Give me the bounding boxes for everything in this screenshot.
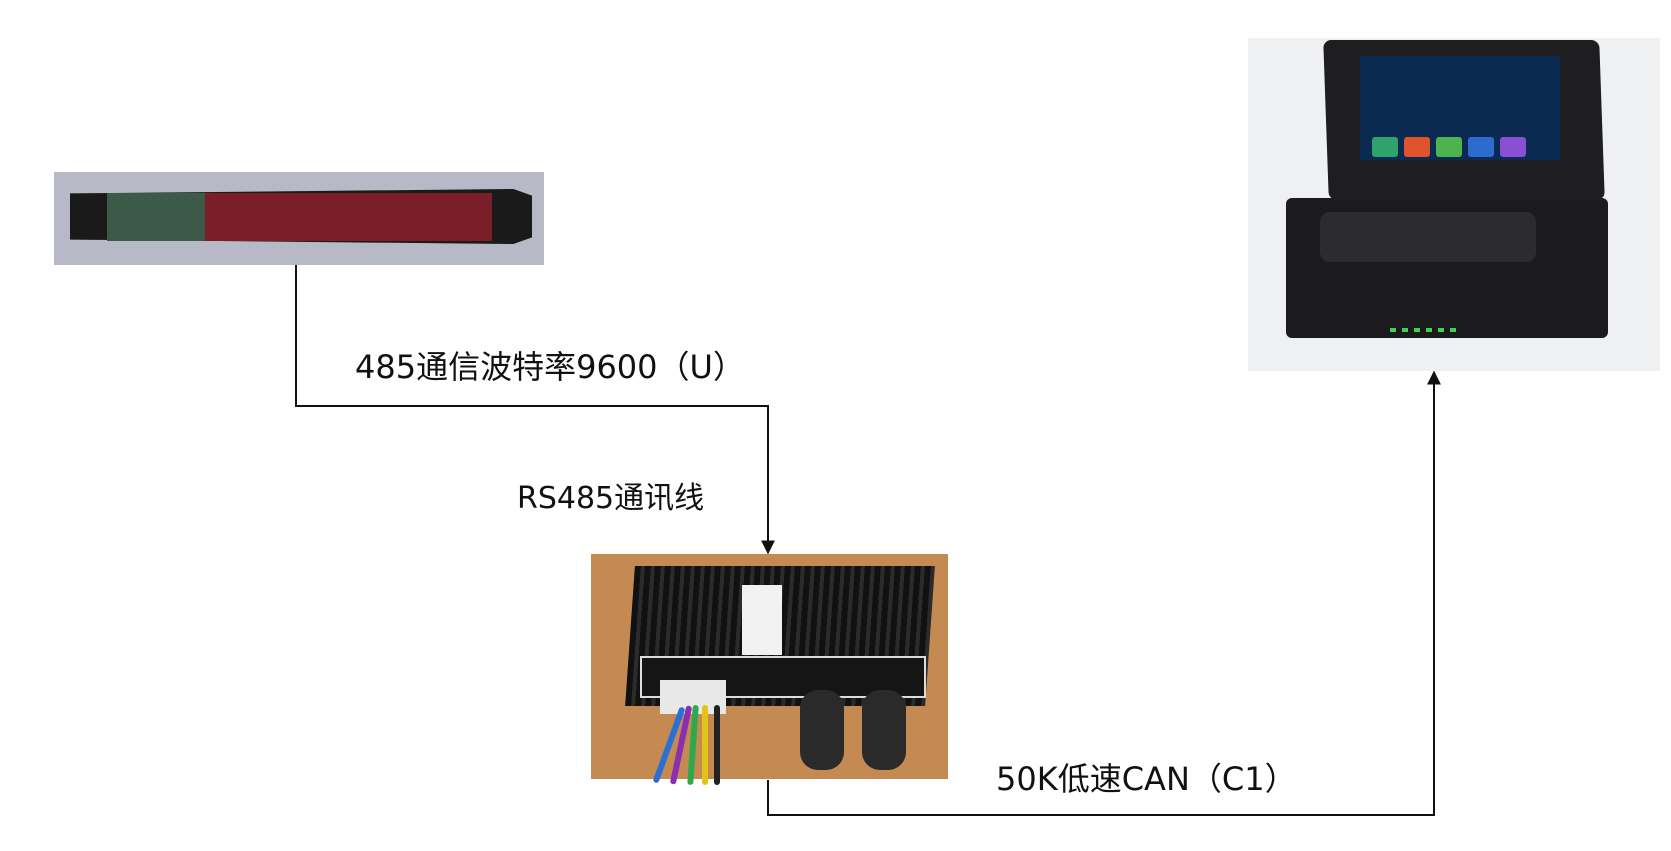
- wire-black: [714, 705, 720, 785]
- led-sign-red-panel: [205, 193, 492, 241]
- rs485-connector: [295, 265, 775, 555]
- converter-sticker: [742, 585, 782, 655]
- rs485-cable-label: RS485通讯线: [517, 481, 705, 516]
- can-connector: [767, 370, 1441, 816]
- terminal-camera-button: [1468, 137, 1494, 157]
- rs485-baud-label: 485通信波特率9600（U）: [355, 348, 745, 386]
- terminal-phone-button: [1436, 137, 1462, 157]
- terminal-status-leds: [1390, 328, 1460, 332]
- led-sign-green-panel: [107, 193, 205, 241]
- terminal-home-button: [1500, 137, 1526, 157]
- terminal-speaker-button: [1372, 137, 1398, 157]
- terminal-alert-button: [1404, 137, 1430, 157]
- terminal-front-plate: [1320, 212, 1536, 262]
- can-bus-label: 50K低速CAN（C1）: [996, 760, 1297, 798]
- converter-connector-1: [800, 690, 844, 770]
- wire-yellow: [702, 705, 708, 785]
- converter-connector-2: [862, 690, 906, 770]
